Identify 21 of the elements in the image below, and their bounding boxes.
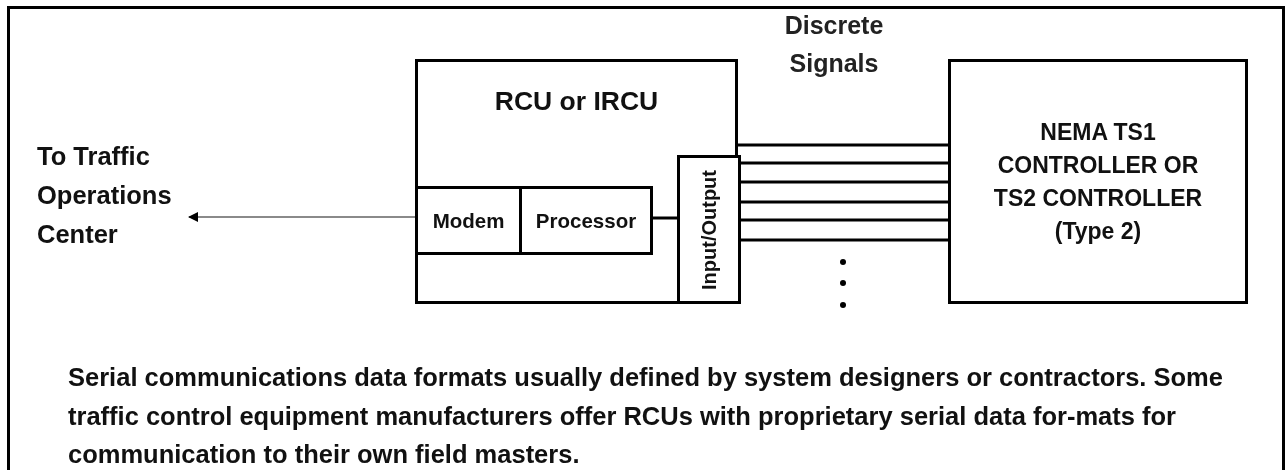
caption: Serial communications data formats usually defined by system designers or contractors. Some traffic control equipment manufacturers offer RCUs with proprietary serial data for-mats for communication to their own field masters. bbox=[68, 362, 1224, 470]
component-box bbox=[415, 186, 522, 255]
node-label: Modem bbox=[432, 208, 505, 233]
component-box bbox=[948, 59, 1248, 304]
component-box bbox=[677, 155, 741, 304]
node-label: NEMA TS1 CONTROLLER OR TS2 CONTROLLER (Type 2) bbox=[992, 117, 1204, 246]
signal-line bbox=[741, 180, 948, 184]
node-label: Input/Output bbox=[697, 169, 721, 290]
signal-group-label: Discrete Signals bbox=[783, 10, 885, 79]
rcu-unit-box bbox=[415, 59, 738, 304]
signal-line bbox=[741, 218, 948, 222]
signal-line bbox=[741, 161, 948, 165]
arrow bbox=[188, 212, 416, 222]
signal-line bbox=[653, 216, 677, 220]
node-label: Processor bbox=[535, 208, 637, 233]
node-label: To Traffic Operations Center bbox=[37, 140, 172, 250]
signal-line bbox=[741, 238, 948, 242]
component-box bbox=[519, 186, 653, 255]
signal-line bbox=[741, 200, 948, 204]
node-label: RCU or IRCU bbox=[494, 85, 659, 118]
signal-line bbox=[738, 143, 948, 147]
